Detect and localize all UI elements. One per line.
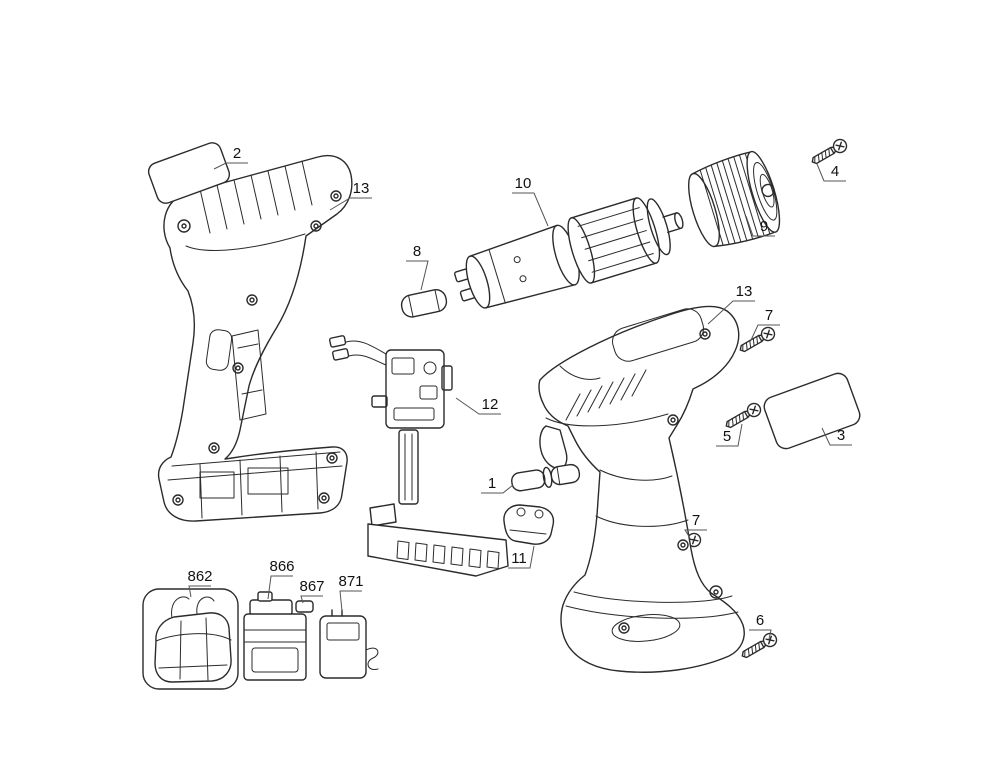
part-label-8: 8 <box>406 243 429 291</box>
part-label-2: 2 <box>213 145 248 170</box>
bit-part-1-art <box>511 463 581 492</box>
label-text: 871 <box>338 573 363 590</box>
motor-gearbox-art <box>453 197 684 309</box>
switch-module-art <box>328 335 509 577</box>
part-label-13-right: 13 <box>707 283 755 325</box>
label-text: 9 <box>760 218 768 235</box>
charger-art <box>319 609 379 679</box>
part-label-3: 3 <box>821 427 852 446</box>
battery-pack-art <box>243 591 307 681</box>
screw-4-art <box>808 136 850 169</box>
drill-body-art <box>538 305 745 673</box>
part-label-4: 4 <box>816 163 846 182</box>
part-label-6: 6 <box>749 612 772 640</box>
chuck-art <box>687 150 781 248</box>
label-text: 11 <box>511 550 527 567</box>
storage-bag-art <box>142 588 239 690</box>
part-label-862: 862 <box>187 568 213 598</box>
part-label-11: 11 <box>508 545 535 569</box>
label-text: 7 <box>692 512 700 529</box>
part-8-pin-art <box>400 289 448 318</box>
battery-clip-art <box>295 600 314 613</box>
part-label-871: 871 <box>338 573 364 612</box>
clip-part-11-art <box>503 504 555 545</box>
screw-7-top-art <box>736 324 778 357</box>
clamshell-housing-art <box>157 155 353 522</box>
label-text: 6 <box>756 612 764 629</box>
part-label-5: 5 <box>716 423 743 447</box>
part-label-867: 867 <box>299 578 325 604</box>
part-label-1: 1 <box>481 475 514 494</box>
part-label-10: 10 <box>512 175 549 227</box>
label-text: 4 <box>831 163 839 180</box>
label-text: 867 <box>299 578 324 595</box>
part-label-9: 9 <box>745 215 775 237</box>
label-text: 8 <box>413 243 421 260</box>
label-text: 2 <box>233 145 241 162</box>
label-text: 10 <box>515 175 532 192</box>
label-text: 13 <box>736 283 753 300</box>
info-label-plate-3-art <box>763 372 861 450</box>
part-label-7-bottom: 7 <box>684 512 707 539</box>
part-labels: 2 13 8 10 4 9 13 7 <box>187 145 852 640</box>
part-label-12: 12 <box>455 396 501 415</box>
part-label-866: 866 <box>267 558 295 600</box>
label-text: 3 <box>837 427 845 444</box>
label-text: 1 <box>488 475 496 492</box>
part-label-13-left: 13 <box>329 180 372 211</box>
label-text: 5 <box>723 428 731 445</box>
label-text: 7 <box>765 307 773 324</box>
label-text: 866 <box>269 558 294 575</box>
info-label-plate-2-art <box>147 142 231 204</box>
label-text: 13 <box>353 180 370 197</box>
label-text: 12 <box>482 396 499 413</box>
label-text: 862 <box>187 568 212 585</box>
part-label-7-top: 7 <box>750 307 780 341</box>
screw-6-art <box>738 630 780 663</box>
